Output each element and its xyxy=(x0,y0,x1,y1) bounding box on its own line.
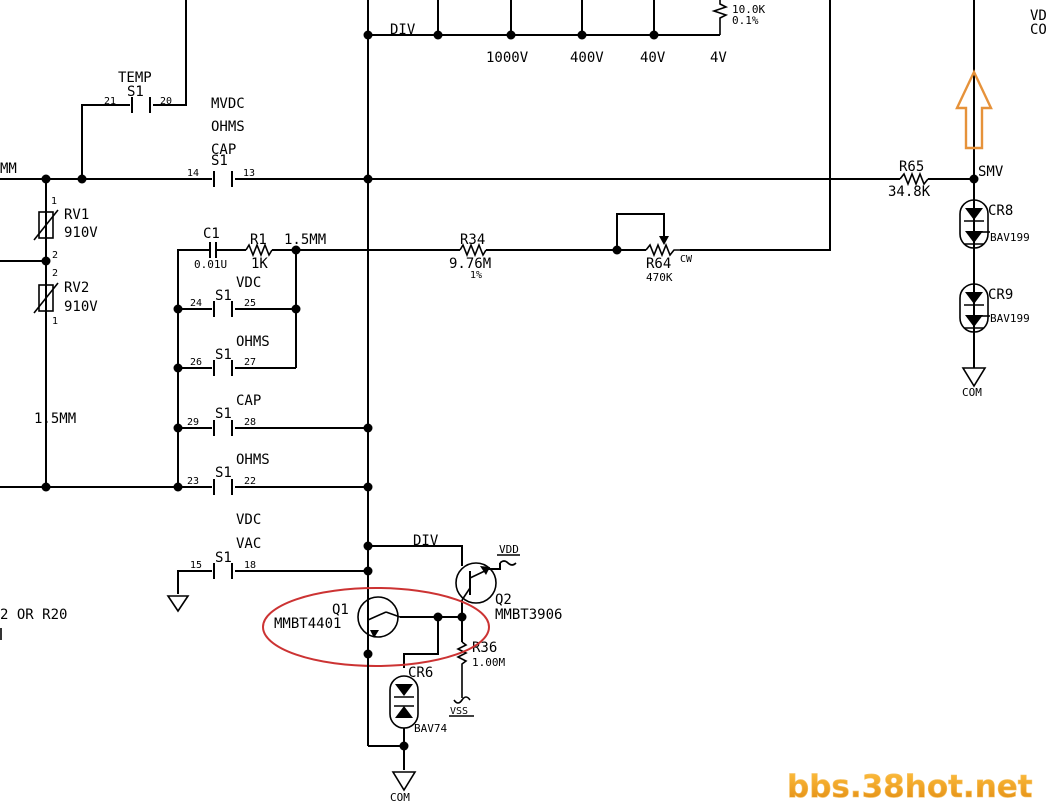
c1-ref: C1 xyxy=(203,226,220,242)
watermark-text: bbs.38hot.net xyxy=(787,769,1033,804)
q2-ref: Q2 xyxy=(495,592,512,608)
temp-label: TEMP xyxy=(118,70,152,86)
rv1-value: 910V xyxy=(64,225,98,241)
mm-edge-label: MM xyxy=(0,161,17,177)
com-label-right: COM xyxy=(962,386,982,399)
varistor-stack: 1 RV1 910V 2 2 RV2 910V 1 1.5MM xyxy=(0,179,98,487)
com-label-bottom: COM xyxy=(390,791,410,804)
s1-ohms2-name: S1 xyxy=(215,465,232,481)
pin-22: 22 xyxy=(244,476,256,487)
r64-value: 470K xyxy=(646,271,673,284)
switch-bank: VDC S1 24 25 OHMS S1 26 27 CAP S1 29 28 … xyxy=(0,250,373,613)
pin-28: 28 xyxy=(244,417,256,428)
r64-ref: R64 xyxy=(646,256,671,272)
rv2-ref: RV2 xyxy=(64,280,89,296)
pin-15: 15 xyxy=(190,560,202,571)
cr8-part: BAV199 xyxy=(990,231,1030,244)
pin-23: 23 xyxy=(187,476,199,487)
r36-ref: R36 xyxy=(472,640,497,656)
s1-ohms-label: OHMS xyxy=(236,334,270,350)
c1-value: 0.01U xyxy=(194,258,227,271)
s1-cap-name: S1 xyxy=(215,406,232,422)
rv1-pin1: 1 xyxy=(51,196,57,207)
main-input-line: MM S1 14 13 xyxy=(0,153,979,187)
range-label-40v: 40V xyxy=(640,50,666,66)
range-label-1000v: 1000V xyxy=(486,50,529,66)
smv-protection-branch: R65 34.8K SMV CR8 BAV199 CR9 BAV199 COM xyxy=(888,0,1030,399)
s1-ohms-name: S1 xyxy=(215,347,232,363)
switch-s1-temp: TEMP S1 21 20 xyxy=(81,70,187,179)
r65-value: 34.8K xyxy=(888,184,931,200)
r64-wiper-return xyxy=(680,0,831,251)
divider-resistor-tolerance: 0.1% xyxy=(732,14,759,27)
switch-s1-name: S1 xyxy=(127,84,144,100)
q2-part: MMBT3906 xyxy=(495,607,562,623)
div-label-top: DIV xyxy=(390,22,416,38)
node-1-5mm-label: 1.5MM xyxy=(284,232,326,248)
pin-26: 26 xyxy=(190,357,202,368)
q1-ref: Q1 xyxy=(332,602,349,618)
r1-ref: R1 xyxy=(250,232,267,248)
mode-ohms-label: OHMS xyxy=(211,119,245,135)
cr9-ref: CR9 xyxy=(988,287,1013,303)
q1-part: MMBT4401 xyxy=(274,616,341,632)
pin-14: 14 xyxy=(187,168,199,179)
s1-vac-label-vdc: VDC xyxy=(236,512,261,528)
rv2-value: 910V xyxy=(64,299,98,315)
s1-ohms2-label: OHMS xyxy=(236,452,270,468)
mode-mvdc-label: MVDC xyxy=(211,96,245,112)
pin-27: 27 xyxy=(244,357,256,368)
q1-highlight-circle xyxy=(262,587,490,667)
rv1-ref: RV1 xyxy=(64,207,89,223)
range-label-4v: 4V xyxy=(710,50,727,66)
edge-text-co: CO xyxy=(1030,22,1047,38)
top-divider-network: DIV 1000V 400V 40V 4V 10.0K 0.1% VD CO xyxy=(185,0,1047,745)
r36-value: 1.00M xyxy=(472,656,505,669)
s1-cap-label: CAP xyxy=(236,393,261,409)
range-label-400v: 400V xyxy=(570,50,604,66)
current-direction-arrow xyxy=(955,69,993,150)
pin-20: 20 xyxy=(160,96,172,107)
cr6-part: BAV74 xyxy=(414,722,447,735)
r-reference-note: 2 OR R20 xyxy=(0,607,67,623)
pin-18: 18 xyxy=(244,560,256,571)
r1-value: 1K xyxy=(251,256,268,272)
one-5mm-left-label: 1.5MM xyxy=(34,411,76,427)
pin-25: 25 xyxy=(244,298,256,309)
rv1-pin2: 2 xyxy=(52,250,58,261)
pin-29: 29 xyxy=(187,417,199,428)
divider-resistor-value: 10.0K xyxy=(732,3,765,16)
switch-s1-cap-name: S1 xyxy=(211,153,228,169)
r34-ref: R34 xyxy=(460,232,485,248)
div-label-bottom: DIV xyxy=(413,533,439,549)
mode-cap-label: CAP xyxy=(211,142,236,158)
smv-label: SMV xyxy=(978,164,1004,180)
pin-13: 13 xyxy=(243,168,255,179)
rv2-pin2: 2 xyxy=(52,268,58,279)
cr8-ref: CR8 xyxy=(988,203,1013,219)
r34-value: 9.76M xyxy=(449,256,491,272)
vdd-label: VDD xyxy=(499,543,519,556)
r64-cw-label: CW xyxy=(680,254,693,265)
edge-text-vd: VD xyxy=(1030,8,1047,24)
r65-ref: R65 xyxy=(899,159,924,175)
r34-tolerance: 1% xyxy=(470,270,482,281)
cr6-ref: CR6 xyxy=(408,665,433,681)
s1-vdc-name: S1 xyxy=(215,288,232,304)
rv2-pin1: 1 xyxy=(52,316,58,327)
s1-vac-name: S1 xyxy=(215,550,232,566)
cr9-part: BAV199 xyxy=(990,312,1030,325)
s1-vac-label-vac: VAC xyxy=(236,536,261,552)
vss-label: VSS xyxy=(450,706,468,717)
pin-21: 21 xyxy=(104,96,116,107)
ohms-cap-input-line: C1 0.01U R1 1K 1.5MM R34 9.76M 1% R64 47… xyxy=(177,213,693,487)
pin-24: 24 xyxy=(190,298,202,309)
transistor-clamp-circuit: DIV VDD Q2 MMBT3906 R36 1.00M VSS Q1 MMB… xyxy=(262,533,562,804)
s1-vdc-label: VDC xyxy=(236,275,261,291)
